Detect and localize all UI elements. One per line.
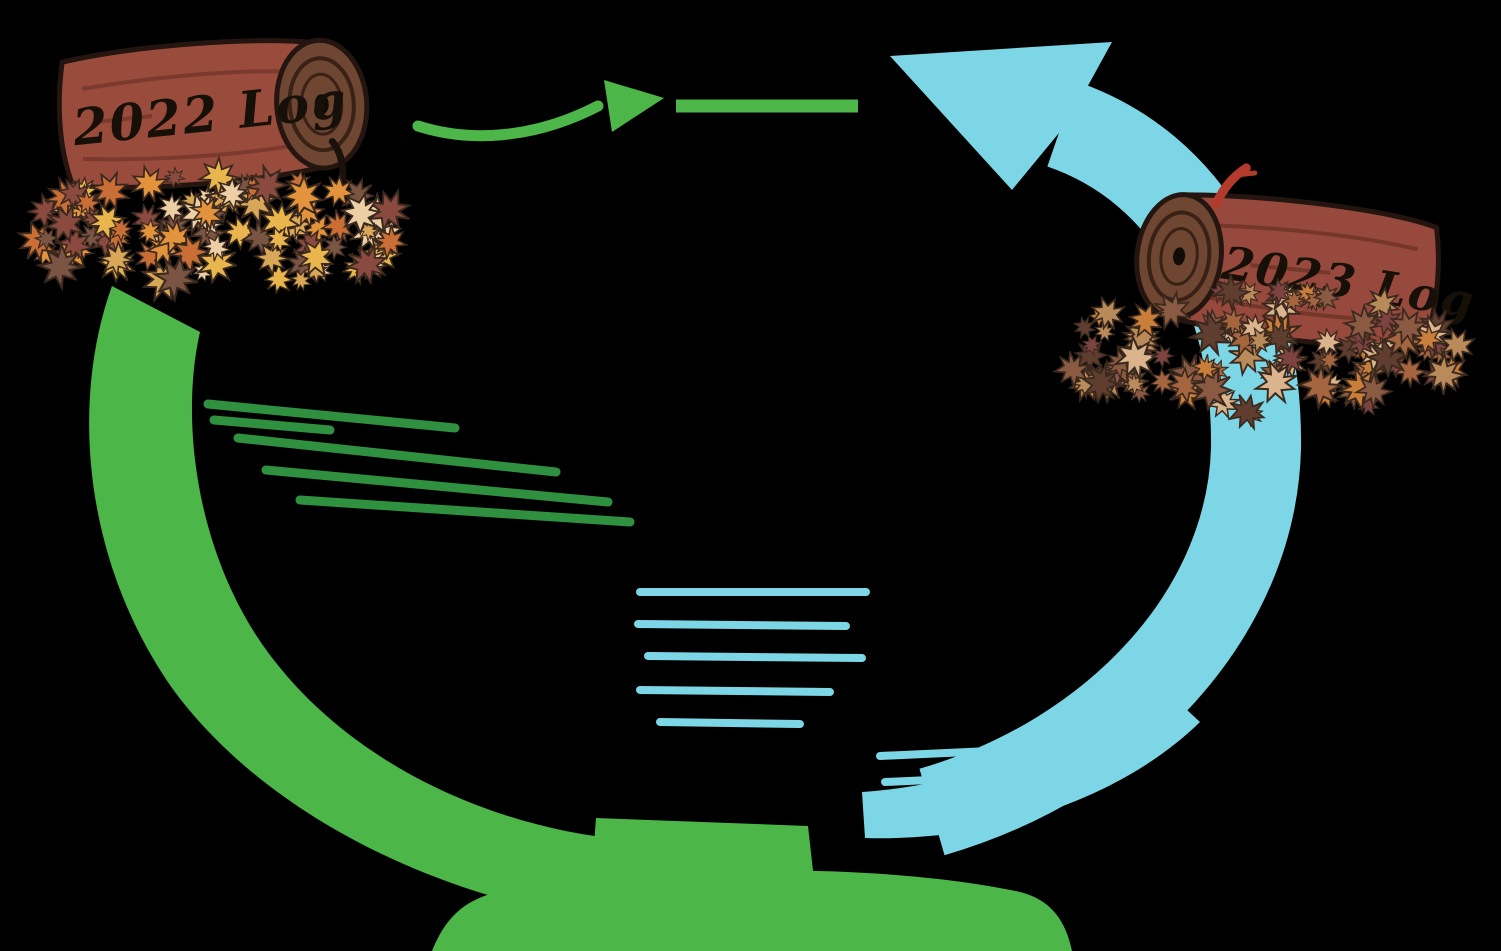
log-2022-endcap-ring-inner	[300, 72, 344, 136]
green-arrowhead	[604, 80, 664, 132]
log-2023-twig-branch	[1234, 170, 1258, 178]
log-2022-illustration: 2022 Log	[56, 37, 370, 201]
green-arrow-crescent	[89, 286, 626, 922]
green-arrowhead-curve	[412, 100, 604, 142]
green-arrow-tail-flare	[432, 870, 1072, 951]
cyan-bottom-sweep	[862, 672, 1200, 839]
log-2022-endcap-core	[314, 94, 329, 115]
log-2023-endcap-core	[1173, 247, 1186, 266]
log-2023-twig	[1211, 163, 1251, 209]
green-motion-streaks	[203, 399, 635, 527]
log-2022-endcap-ring-outer	[287, 56, 356, 153]
cyan-arrowhead	[890, 42, 1112, 190]
log-2023-endcap-ring-inner	[1159, 226, 1199, 286]
green-cycle-arrow	[89, 80, 1072, 951]
cyan-motion-streaks	[634, 588, 1060, 786]
log-2022-bark-texture	[81, 69, 307, 162]
